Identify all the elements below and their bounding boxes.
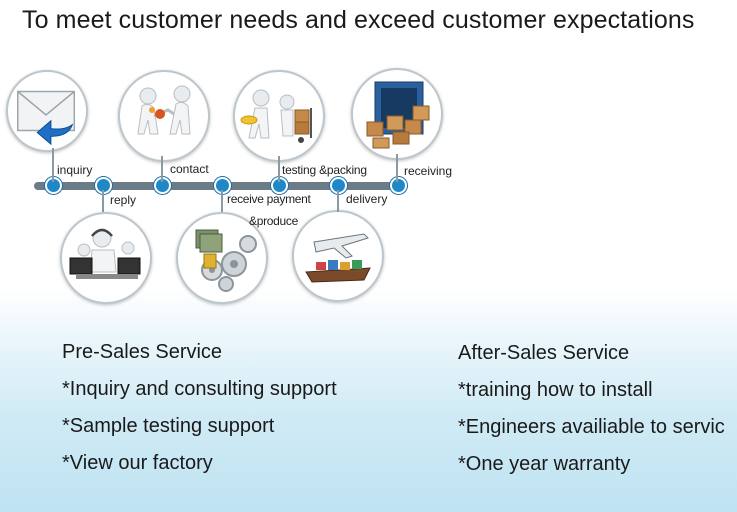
- connector-delivery: [337, 190, 339, 212]
- money-gears-icon: [176, 212, 268, 304]
- call-center-icon: [60, 212, 152, 304]
- timeline-dot-receiving: [390, 177, 407, 194]
- after-sales-item: *One year warranty: [458, 453, 631, 475]
- pre-sales-item: *View our factory: [62, 452, 213, 474]
- step-label-delivery: delivery: [346, 192, 388, 206]
- after-sales-column: After-Sales Service *training how to ins…: [458, 335, 737, 483]
- shipping-container-icon: [351, 68, 443, 160]
- handshake-people-icon: [118, 70, 210, 162]
- connector-receiving: [396, 154, 398, 182]
- step-label-reply: reply: [110, 193, 137, 207]
- connector-receive-payment: [221, 190, 223, 212]
- step-label-receive-payment: receive payment: [227, 192, 311, 206]
- step-label-inquiry: inquiry: [57, 163, 93, 177]
- step-label-produce: &produce: [249, 214, 298, 228]
- after-sales-heading: After-Sales Service: [458, 342, 630, 364]
- pre-sales-heading: Pre-Sales Service: [62, 341, 223, 363]
- connector-contact: [161, 156, 163, 182]
- step-label-contact: contact: [170, 162, 209, 176]
- pre-sales-item: *Sample testing support: [62, 415, 275, 437]
- pre-sales-column: Pre-Sales Service *Inquiry and consultin…: [62, 334, 337, 482]
- after-sales-item: *training how to install: [458, 379, 653, 401]
- connector-testing: [278, 156, 280, 182]
- process-timeline: [34, 177, 408, 194]
- pre-sales-item: *Inquiry and consulting support: [62, 378, 337, 400]
- airplane-ship-icon: [292, 210, 384, 302]
- step-label-receiving: receiving: [404, 164, 453, 178]
- connector-reply: [102, 190, 104, 212]
- envelope-reply-icon: [6, 70, 88, 152]
- testing-packing-people-icon: [233, 70, 325, 162]
- page-title: To meet customer needs and exceed custom…: [22, 6, 695, 34]
- after-sales-item: *Engineers availiable to servic: [458, 416, 725, 438]
- step-label-testing-packing: testing &packing: [282, 163, 367, 177]
- connector-inquiry: [52, 148, 54, 182]
